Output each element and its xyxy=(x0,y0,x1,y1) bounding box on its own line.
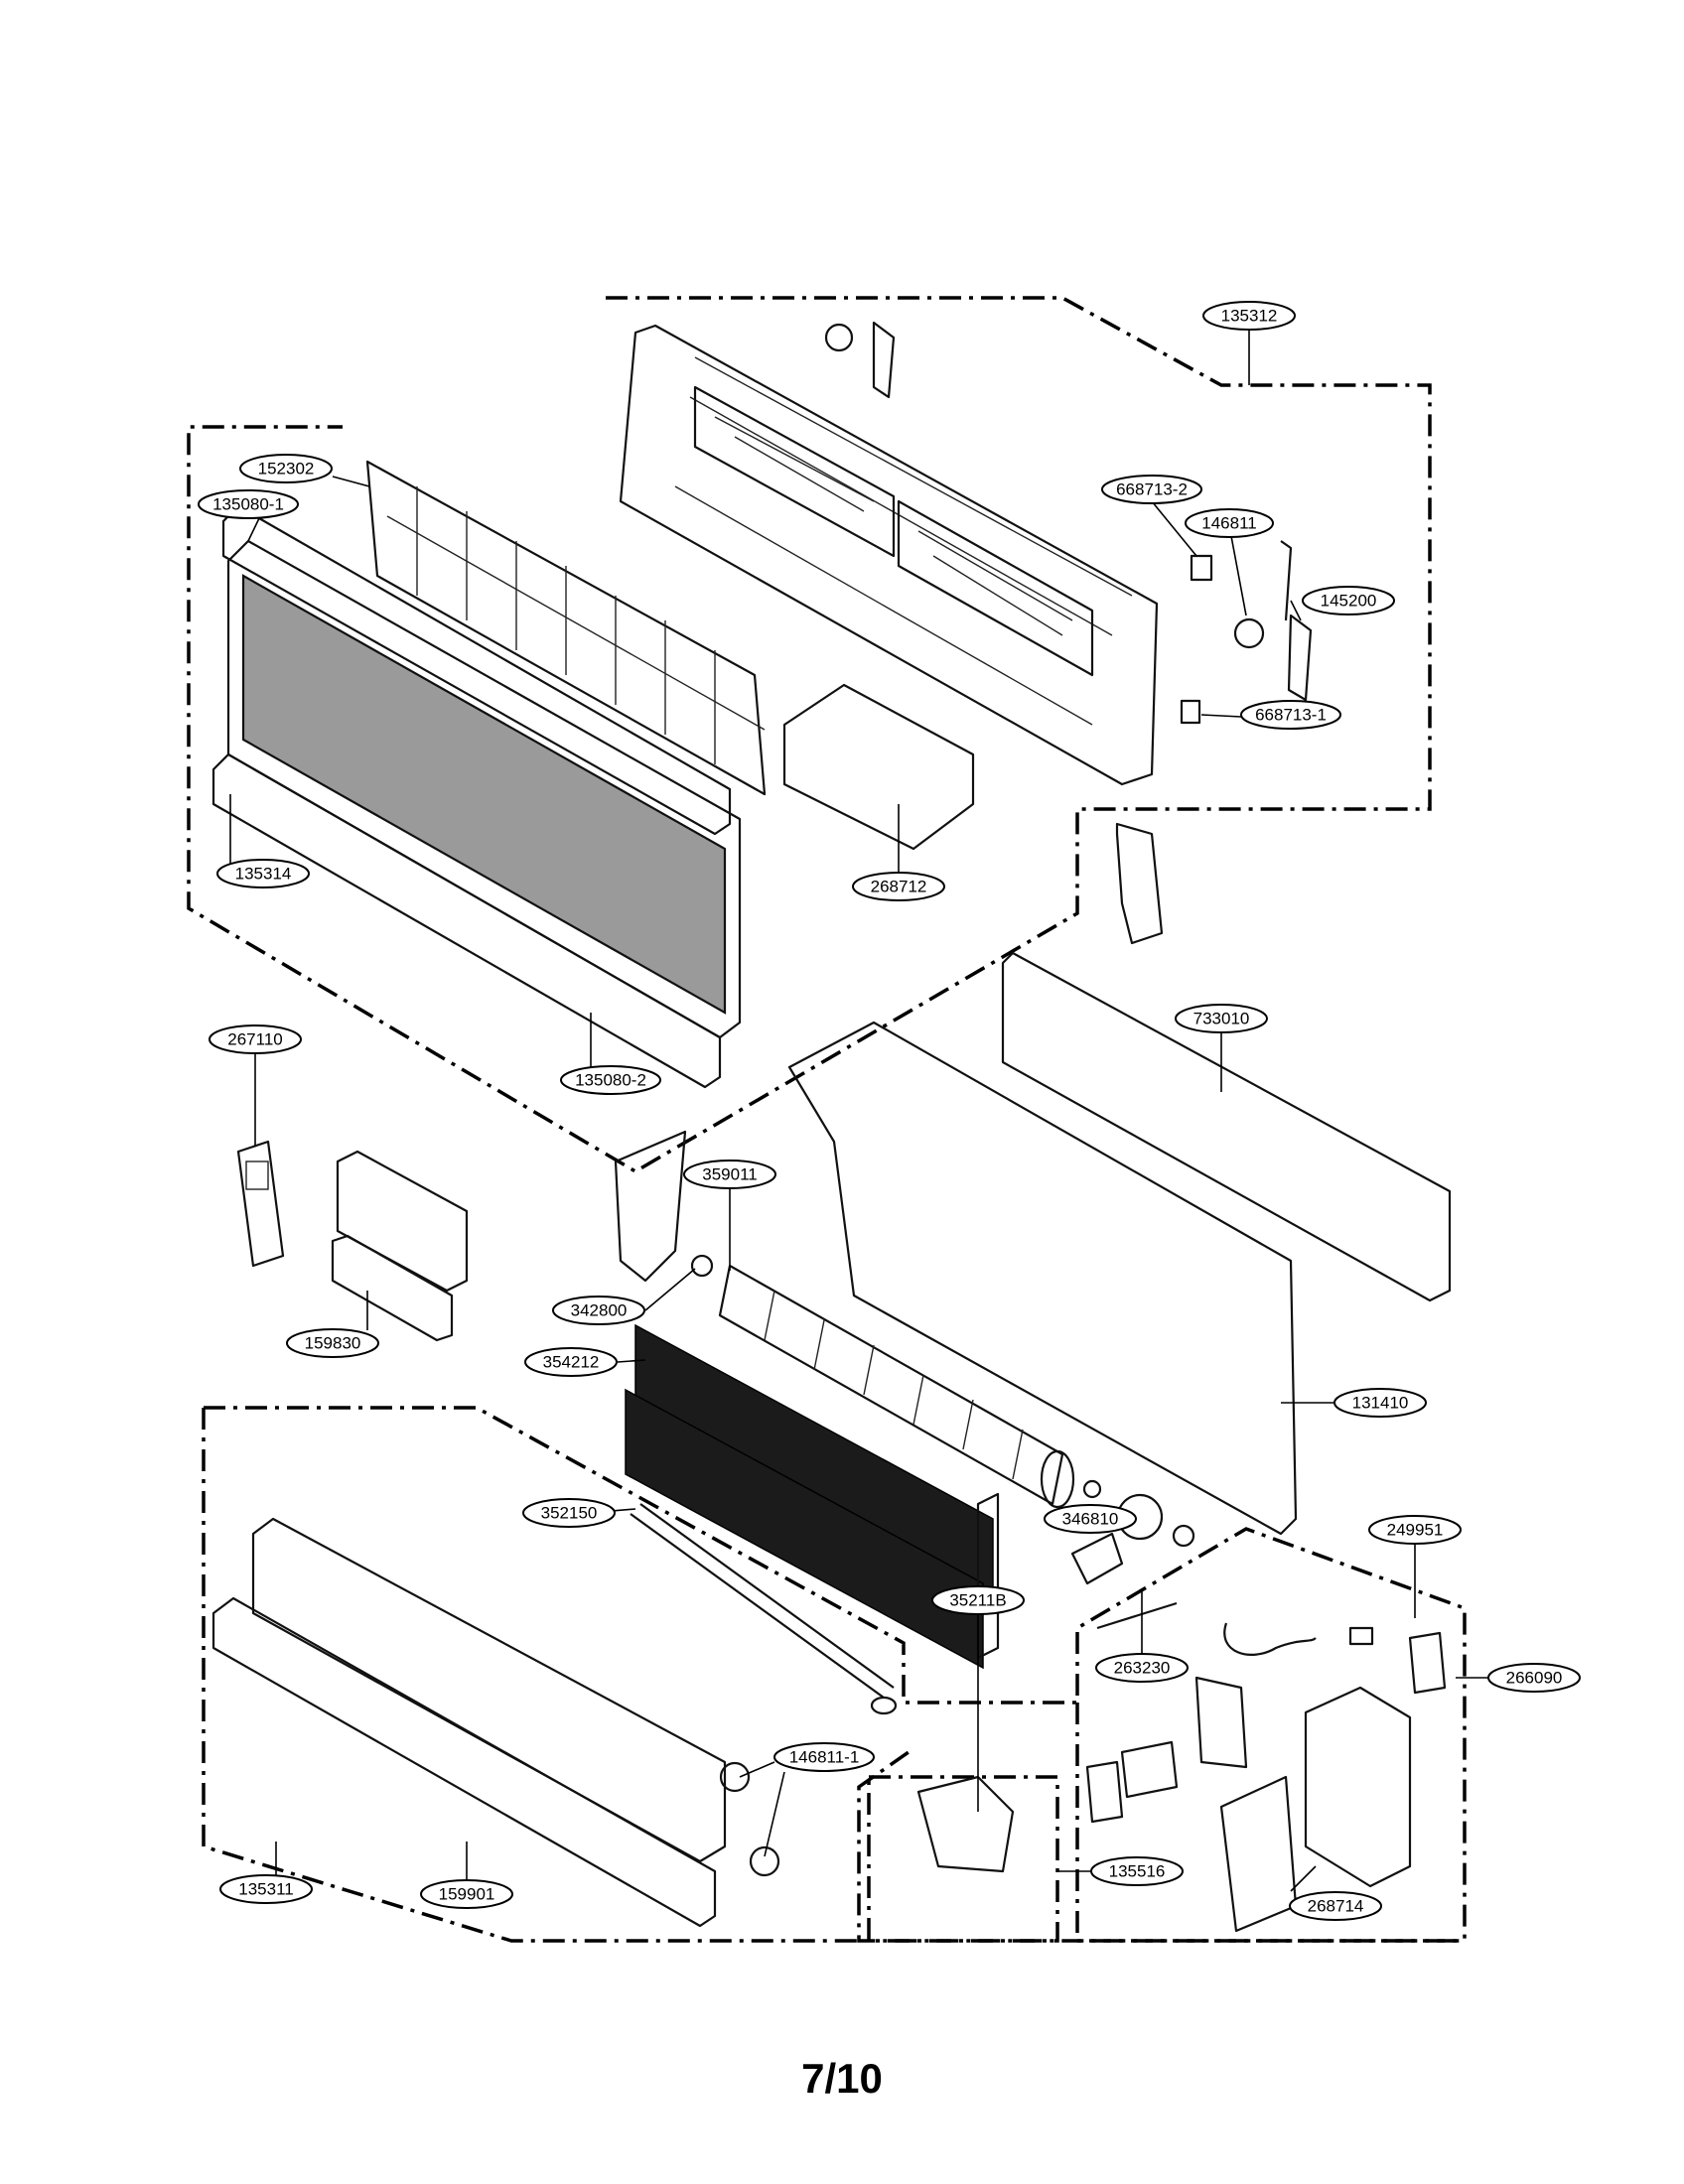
part-label-135080-2[interactable]: 135080-2 xyxy=(560,1065,661,1095)
svg-text:135080-1: 135080-1 xyxy=(212,495,284,514)
svg-text:135314: 135314 xyxy=(235,865,292,884)
front-grille xyxy=(226,539,742,1039)
group-boundary-drain-box xyxy=(867,1775,1059,1943)
step-motor-lower xyxy=(719,1761,780,1877)
part-label-35211B[interactable]: 35211B xyxy=(931,1585,1025,1615)
step-motor-side xyxy=(1233,540,1313,702)
part-label-159901[interactable]: 159901 xyxy=(420,1879,513,1909)
part-label-146811[interactable]: 146811 xyxy=(1185,508,1274,538)
cross-flow-fan xyxy=(718,1264,1075,1509)
svg-text:359011: 359011 xyxy=(702,1165,757,1184)
svg-text:159830: 159830 xyxy=(305,1334,361,1353)
group-boundary-lower-right xyxy=(1075,1703,1465,1943)
remote-holder xyxy=(331,1234,454,1342)
drain-hose xyxy=(630,1503,898,1715)
part-label-135080-1[interactable]: 135080-1 xyxy=(198,489,299,519)
part-label-145200[interactable]: 145200 xyxy=(1302,586,1395,615)
part-label-668713-2[interactable]: 668713-2 xyxy=(1101,475,1202,504)
terminal-cover xyxy=(1085,1760,1124,1824)
display-bracket xyxy=(782,683,975,851)
part-label-352150[interactable]: 352150 xyxy=(522,1498,616,1528)
svg-text:346810: 346810 xyxy=(1062,1510,1119,1529)
step-motor-upper xyxy=(824,321,896,399)
part-label-135516[interactable]: 135516 xyxy=(1090,1856,1184,1886)
svg-text:159901: 159901 xyxy=(439,1885,495,1904)
part-label-668713-1[interactable]: 668713-1 xyxy=(1240,700,1341,730)
pcb-main xyxy=(1194,1676,1248,1769)
svg-text:268712: 268712 xyxy=(871,878,927,896)
svg-text:145200: 145200 xyxy=(1321,592,1377,611)
air-filter xyxy=(365,460,767,796)
part-label-146811-1[interactable]: 146811-1 xyxy=(773,1742,875,1772)
svg-text:668713-2: 668713-2 xyxy=(1116,480,1188,499)
drain-pan xyxy=(251,1517,727,1863)
evaporator-coil xyxy=(625,1323,1000,1670)
svg-text:135312: 135312 xyxy=(1221,307,1278,326)
group-boundary-lower-left xyxy=(202,1408,859,1943)
part-label-354212[interactable]: 354212 xyxy=(524,1347,618,1377)
svg-text:263230: 263230 xyxy=(1114,1659,1171,1678)
svg-text:354212: 354212 xyxy=(543,1353,600,1372)
svg-text:131410: 131410 xyxy=(1352,1394,1409,1413)
control-box-cover xyxy=(1219,1775,1298,1933)
part-label-268714[interactable]: 268714 xyxy=(1289,1891,1382,1921)
svg-text:35211B: 35211B xyxy=(949,1591,1006,1610)
part-label-346810[interactable]: 346810 xyxy=(1044,1504,1137,1534)
remote-holder-frame xyxy=(336,1150,469,1293)
part-label-733010[interactable]: 733010 xyxy=(1175,1004,1268,1033)
part-label-135311[interactable]: 135311 xyxy=(219,1874,313,1904)
fan-support xyxy=(614,1130,687,1283)
svg-text:135311: 135311 xyxy=(238,1880,293,1899)
sensor-wire xyxy=(1096,1601,1178,1630)
part-label-342800[interactable]: 342800 xyxy=(552,1296,645,1325)
discharge-louver xyxy=(211,1596,717,1928)
part-label-263230[interactable]: 263230 xyxy=(1095,1653,1189,1683)
part-label-159830[interactable]: 159830 xyxy=(286,1328,379,1358)
control-box-case xyxy=(1304,1686,1412,1888)
wire-harness xyxy=(1223,1622,1317,1656)
svg-text:668713-1: 668713-1 xyxy=(1255,706,1327,725)
part-label-135312[interactable]: 135312 xyxy=(1202,301,1296,331)
part-label-152302[interactable]: 152302 xyxy=(239,454,333,483)
part-label-268712[interactable]: 268712 xyxy=(852,872,945,901)
display-cover xyxy=(1115,822,1164,945)
bearing xyxy=(690,1254,714,1278)
drain-cap-box xyxy=(916,1775,1015,1873)
group-boundary-lower-louver xyxy=(204,1406,1467,1943)
svg-text:135516: 135516 xyxy=(1109,1862,1166,1881)
svg-text:267110: 267110 xyxy=(227,1030,282,1049)
svg-text:146811: 146811 xyxy=(1201,514,1256,533)
svg-text:733010: 733010 xyxy=(1193,1010,1250,1028)
svg-text:266090: 266090 xyxy=(1506,1669,1563,1688)
svg-text:342800: 342800 xyxy=(571,1301,628,1320)
part-label-267110[interactable]: 267110 xyxy=(209,1024,302,1054)
svg-text:249951: 249951 xyxy=(1387,1521,1444,1540)
bracket-668713-1 xyxy=(1180,699,1201,725)
terminal-block xyxy=(1120,1740,1179,1799)
front-panel-frame xyxy=(619,324,1159,786)
part-label-135314[interactable]: 135314 xyxy=(216,859,310,888)
connector xyxy=(1348,1626,1374,1646)
part-label-359011[interactable]: 359011 xyxy=(683,1160,776,1189)
part-label-249951[interactable]: 249951 xyxy=(1368,1515,1462,1545)
installation-plate xyxy=(1001,951,1452,1302)
svg-text:146811-1: 146811-1 xyxy=(789,1748,860,1767)
svg-text:152302: 152302 xyxy=(258,460,315,478)
svg-text:268714: 268714 xyxy=(1308,1897,1364,1916)
svg-text:352150: 352150 xyxy=(541,1504,598,1523)
lower-grille-strip xyxy=(211,752,722,1089)
fuse-holder xyxy=(1408,1631,1447,1695)
page-number: 7/10 xyxy=(801,2055,883,2102)
bracket-668713-2 xyxy=(1190,554,1213,582)
remote-controller xyxy=(236,1140,285,1268)
part-label-131410[interactable]: 131410 xyxy=(1333,1388,1427,1418)
chassis-body xyxy=(787,1021,1298,1536)
part-label-266090[interactable]: 266090 xyxy=(1487,1663,1581,1693)
svg-text:135080-2: 135080-2 xyxy=(575,1071,646,1090)
